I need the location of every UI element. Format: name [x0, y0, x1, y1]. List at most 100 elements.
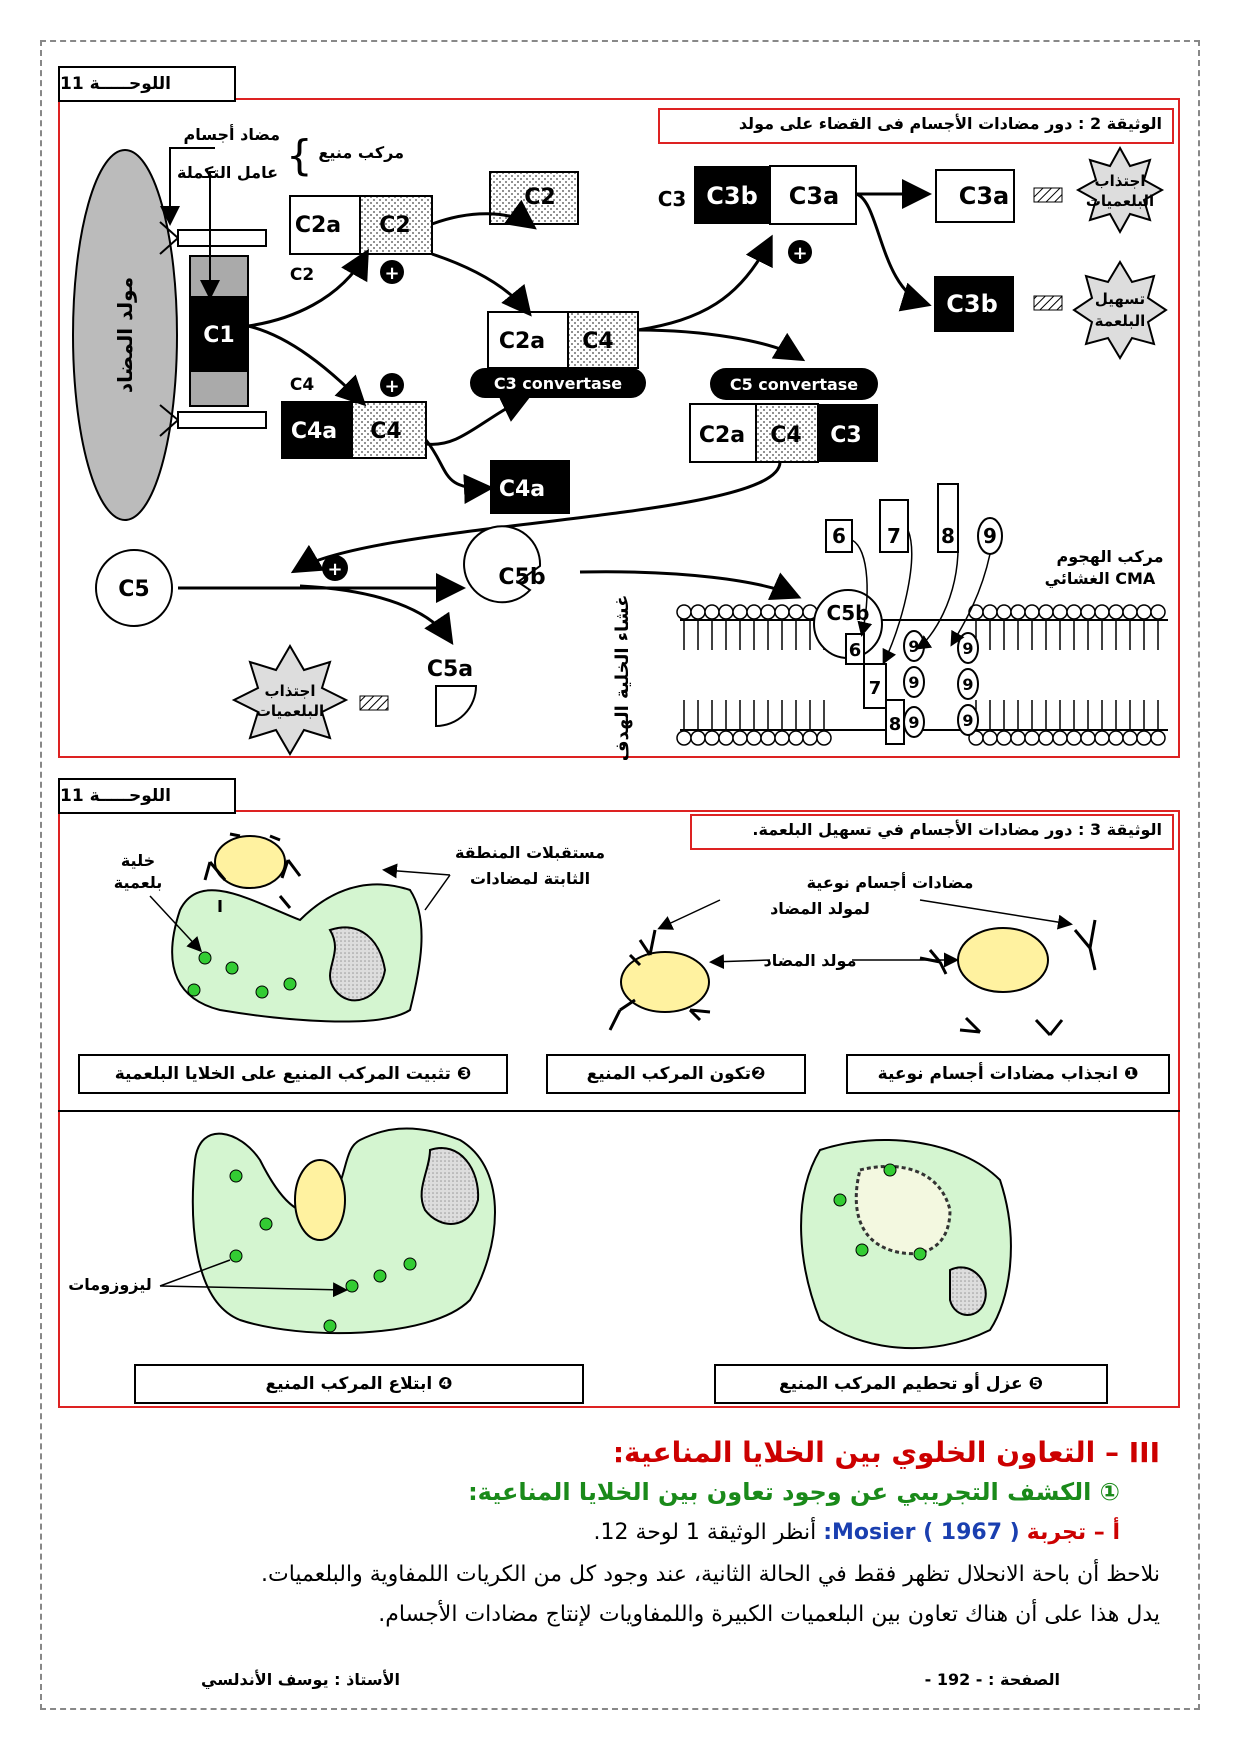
caption-step-1: ❶ انجذاب مضادات أجسام نوعية [846, 1054, 1170, 1094]
membrane-lipids [676, 604, 1166, 746]
complement-diagram: مولد المضاد C1 مضاد أجسام عامل التكملة {… [72, 124, 1168, 760]
page-dashed-border [40, 40, 1200, 1710]
svg-text:9: 9 [908, 713, 919, 732]
experiment-line: أ – تجربة Mosier ( 1967 ): أنظر الوثيقة … [220, 1520, 1120, 1545]
c1-block [190, 296, 248, 372]
c2-label-small: C2 [290, 265, 314, 285]
exp-name: Mosier ( 1967 ): [823, 1520, 1020, 1545]
starburst-attract-bottom [231, 644, 349, 756]
caption-step-5: ❺ عزل أو تحطيم المركب المنيع [714, 1364, 1108, 1404]
svg-text:+: + [384, 263, 399, 284]
target-membrane [680, 619, 1168, 731]
doc2-title: الوثيقة 2 : دور مضادات الأجسام فى القضاء… [658, 108, 1174, 144]
c4a-label: C4a [291, 419, 337, 444]
starburst-facilitate [1072, 260, 1168, 360]
paragraph-1: نلاحظ أن باحة الانحلال تظهر فقط في الحال… [260, 1562, 1160, 1587]
immune-complex-label: مركب منيع [318, 143, 404, 162]
lipid-head [1150, 604, 1166, 620]
c5a-label: C5a [427, 657, 473, 682]
c5-circle [95, 549, 173, 627]
svg-text:اجتذاب: اجتذاب [265, 682, 316, 700]
lysosomes-label: ليزوزومات [68, 1275, 152, 1294]
antibody-label: مضاد أجسام [184, 124, 281, 144]
svg-text:+: + [792, 243, 807, 264]
svg-text:8: 8 [941, 524, 955, 548]
phagocyte-label-1: خلية [121, 851, 155, 870]
svg-text:الثابتة لمضادات: الثابتة لمضادات [470, 869, 590, 888]
svg-text:7: 7 [869, 678, 882, 699]
doc3-title: الوثيقة 3 : دور مضادات الأجسام في تسهيل … [690, 814, 1174, 850]
complement-factor-label: عامل التكملة [177, 163, 278, 182]
svg-text:9: 9 [962, 711, 973, 730]
mac-label-2: الغشائي CMA [1045, 569, 1156, 589]
c5-convertase-pill [710, 368, 878, 400]
svg-text:6: 6 [849, 640, 862, 661]
c5b-shape [463, 525, 542, 604]
target-membrane-label: غشاء الخلية الهدف [612, 595, 633, 760]
panel-divider [58, 1110, 1180, 1112]
svg-text:C5: C5 [118, 577, 149, 602]
section-heading: III – التعاون الخلوي بين الخلايا المناعي… [612, 1436, 1160, 1469]
c1-label: C1 [203, 323, 234, 348]
c3-label: C3 [658, 187, 687, 211]
antibody-bottom [159, 404, 267, 437]
svg-text:البلعميات: البلعميات [256, 702, 324, 720]
svg-text:البلعمة: البلعمة [1095, 312, 1146, 330]
svg-text:6: 6 [832, 524, 846, 548]
svg-text:9: 9 [908, 637, 919, 656]
svg-text:مضادات أجسام نوعية: مضادات أجسام نوعية [807, 872, 974, 892]
caption-step-2: ❷تكون المركب المنيع [546, 1054, 806, 1094]
attract-top-label: اجتذاب [1095, 172, 1146, 190]
antibody-top [159, 221, 267, 255]
svg-text:9: 9 [962, 675, 973, 694]
top-panel [58, 98, 1180, 758]
svg-text:9: 9 [908, 673, 919, 692]
c3b-free-label: C3b [946, 290, 998, 318]
svg-text:لمولد المضاد: لمولد المضاد [770, 899, 870, 918]
c2a-mid-label: C2a [499, 329, 545, 354]
svg-text:البلعميات: البلعميات [1086, 192, 1154, 210]
c4-mid-label: C4 [582, 329, 613, 354]
svg-text:9: 9 [962, 639, 973, 658]
svg-text:مستقبلات المنطقة: مستقبلات المنطقة [455, 843, 605, 862]
footer-author: الأستاذ : يوسف الأندلسي [201, 1670, 400, 1689]
svg-text:C2a: C2a [699, 423, 745, 448]
plus-icon [380, 260, 404, 284]
bottom-panel [58, 810, 1180, 1408]
svg-text:+: + [327, 559, 342, 580]
c2a-label: C2a [295, 213, 341, 238]
exp-prefix: أ – تجربة [1026, 1520, 1120, 1545]
lipid-head [816, 730, 832, 746]
c3a-free-label: C3a [959, 182, 1010, 210]
c3b-label: C3b [706, 182, 758, 210]
c4a-free-label: C4a [499, 477, 545, 502]
exp-ref: أنظر الوثيقة 1 لوحة 12. [593, 1520, 817, 1545]
plate-label-top: اللوحـــــة 11 [58, 66, 236, 102]
svg-text:تسهيل: تسهيل [1095, 290, 1145, 308]
svg-text:9: 9 [983, 524, 997, 548]
curly-brace: { [286, 131, 313, 180]
svg-text:C4: C4 [770, 423, 801, 448]
svg-text:8: 8 [889, 714, 902, 735]
phagocytosis-diagram: خلية بلعمية مستقبلات المنطقة الثابتة لمض… [68, 832, 1097, 1350]
mac-label-1: مركب الهجوم [1056, 547, 1163, 566]
starburst-attract-top [1075, 145, 1165, 235]
phagocyte-cell-4 [191, 1127, 496, 1335]
svg-text:C5b: C5b [498, 565, 545, 590]
phagocyte-cell-3 [171, 883, 423, 1023]
plate-label-bottom: اللوحـــــة 11 [58, 778, 236, 814]
c3a-label: C3a [789, 182, 840, 210]
section-subheading: ① الكشف التجريبي عن وجود تعاون بين الخلا… [468, 1478, 1120, 1506]
c3-convertase-pill [470, 368, 646, 398]
svg-text:مولد المضاد: مولد المضاد [764, 951, 857, 970]
phagocyte-label-2: بلعمية [114, 873, 163, 892]
caption-step-3: ❸ تثبيت المركب المنيع على الخلايا البلعم… [78, 1054, 508, 1094]
svg-text:7: 7 [887, 524, 901, 548]
c4-small-label: C4 [290, 375, 314, 395]
antigen-ellipse [72, 149, 178, 521]
antigen-label: مولد المضاد [113, 277, 137, 393]
c2-label-a: C2 [379, 213, 410, 238]
c4-label: C4 [370, 419, 401, 444]
footer-page: الصفحة : - 192 - [924, 1670, 1060, 1689]
lipid-head [1150, 730, 1166, 746]
